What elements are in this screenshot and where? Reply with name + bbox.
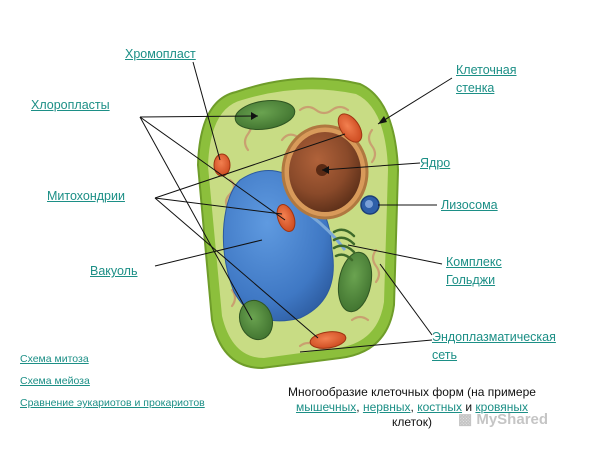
caption-line1: Многообразие клеточных форм (на примере — [288, 385, 536, 399]
label-mitochondria[interactable]: Митохондрии — [47, 189, 125, 203]
label-er-line1[interactable]: Эндоплазматическая — [432, 330, 556, 344]
link-meiosis-scheme[interactable]: Схема мейоза — [20, 375, 90, 387]
label-cell-wall-line1[interactable]: Клеточная — [456, 63, 517, 77]
label-cell-wall-line2[interactable]: стенка — [456, 81, 495, 95]
chromoplast — [213, 153, 231, 177]
link-bone-cells[interactable]: костных — [417, 400, 463, 414]
caption-comma: , — [356, 400, 363, 414]
lysosome-core — [365, 200, 373, 208]
label-golgi-line1[interactable]: Комплекс — [446, 255, 502, 269]
label-er-line2[interactable]: сеть — [432, 348, 458, 362]
caption-and: и — [462, 400, 476, 414]
golgi-complex — [332, 228, 356, 262]
link-blood-cells[interactable]: кровяных — [475, 400, 528, 414]
arrowheads — [251, 112, 387, 174]
watermark-icon: ▩ — [458, 411, 477, 428]
link-mitosis-scheme[interactable]: Схема митоза — [20, 353, 89, 365]
link-eukaryote-prokaryote-comparison[interactable]: Сравнение эукариотов и прокариотов — [20, 397, 205, 409]
mitochondrion — [309, 331, 347, 349]
caption-line3: клеток) — [392, 415, 432, 429]
caption: Многообразие клеточных форм (на примере … — [262, 385, 562, 430]
label-chromoplast[interactable]: Хромопласт — [125, 47, 196, 61]
label-nucleus[interactable]: Ядро — [420, 156, 451, 170]
watermark-text: MyShared — [476, 411, 549, 428]
chloroplast — [337, 251, 373, 313]
label-golgi-line2[interactable]: Гольджи — [446, 273, 496, 287]
caption-line2: мышечных, нервных, костных и кровяных — [262, 400, 562, 415]
label-lysosome[interactable]: Лизосома — [441, 198, 498, 212]
mitochondrion — [337, 113, 363, 143]
label-vacuole[interactable]: Вакуоль — [90, 264, 138, 278]
caption-comma: , — [410, 400, 418, 414]
pointer-lines — [139, 61, 453, 353]
label-chloroplasts[interactable]: Хлоропласты — [31, 98, 110, 112]
chloroplast — [238, 299, 274, 341]
chloroplast — [234, 100, 296, 130]
link-nerve-cells[interactable]: нервных — [362, 400, 411, 414]
watermark: ▩ MyShared — [458, 410, 548, 428]
mitochondrion — [276, 204, 296, 232]
link-muscle-cells[interactable]: мышечных — [295, 400, 357, 414]
